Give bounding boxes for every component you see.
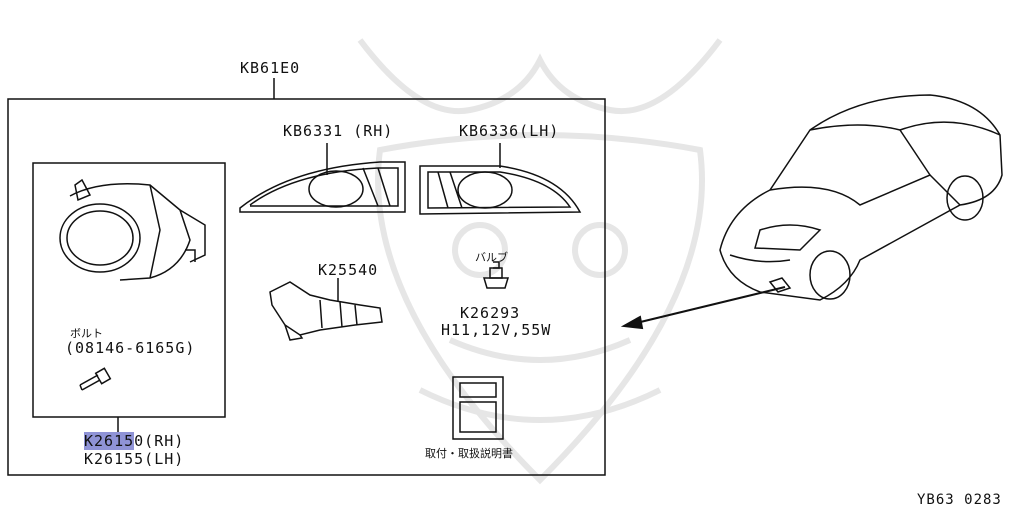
finisher-rh-drawing (239, 161, 406, 213)
manual-label[interactable]: 取付・取扱説明書 (425, 447, 513, 460)
lamp-rh-suffix: 0(RH) (134, 432, 185, 450)
bulb-label: バルブ (475, 251, 508, 264)
lamp-lh-code[interactable]: K26155(LH) (84, 450, 185, 468)
harness-code[interactable]: K25540 (318, 261, 379, 279)
car-drawing (719, 94, 1003, 301)
manual-drawing (452, 376, 504, 440)
bulb-spec: H11,12V,55W (441, 321, 552, 339)
lamp-rh-code[interactable]: K26150(RH) (84, 432, 185, 450)
samurai-watermark (357, 38, 723, 485)
lamp-rh-highlight[interactable]: K2615 (84, 432, 135, 450)
bolt-drawing (79, 367, 112, 391)
harness-drawing (269, 281, 383, 341)
finisher-rh-code[interactable]: KB6331 (RH) (283, 122, 394, 140)
bolt-code[interactable]: (08146-6165G) (65, 339, 196, 357)
location-arrow (620, 286, 786, 330)
bolt-label: ボルト (70, 327, 103, 340)
lamp-subframe (32, 162, 226, 418)
finisher-lh-drawing (419, 165, 582, 215)
diagram-id: YB63 0283 (917, 492, 1002, 508)
bulb-code[interactable]: K26293 (460, 304, 521, 322)
assembly-frame (7, 98, 606, 476)
bulb-drawing (482, 261, 510, 289)
fog-lamp-drawing (59, 178, 206, 281)
assembly-code[interactable]: KB61E0 (240, 59, 301, 77)
finisher-lh-code[interactable]: KB6336(LH) (459, 122, 560, 140)
